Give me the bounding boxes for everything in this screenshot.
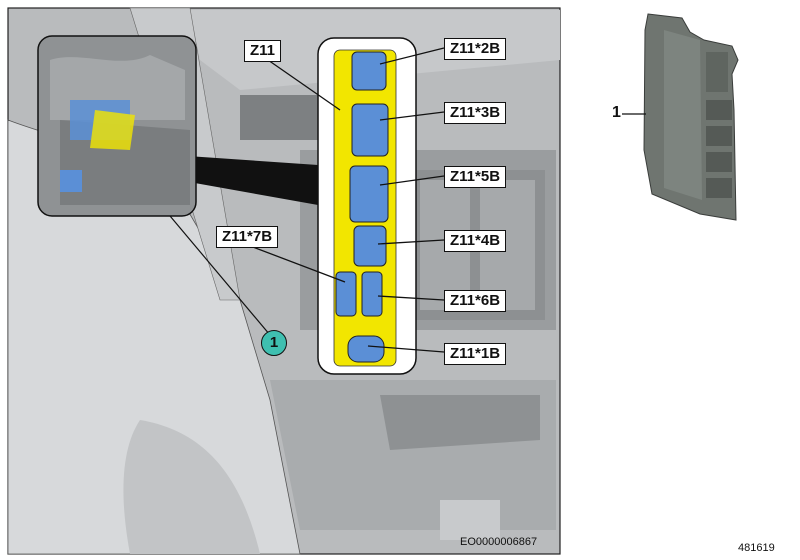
callout-leader-lines: [244, 47, 445, 353]
callout-z11-3b: Z11*3B: [444, 102, 507, 124]
location-marker-1: 1: [261, 330, 287, 356]
z11-zoom-panel: [317, 37, 417, 375]
callout-z11: Z11: [244, 40, 282, 62]
part-number-label: 1: [612, 104, 621, 121]
callout-z11-7b: Z11*7B: [216, 226, 279, 248]
fuse-box-part-image: [622, 13, 739, 221]
drawing-code: EO0000006867: [460, 536, 538, 548]
callout-z11-5b: Z11*5B: [444, 166, 507, 188]
callout-z11-1b: Z11*1B: [444, 343, 507, 365]
inset-detail-panel: [37, 35, 197, 217]
reference-number: 481619: [738, 542, 775, 554]
callout-z11-2b: Z11*2B: [444, 38, 507, 60]
callout-z11-4b: Z11*4B: [444, 230, 507, 252]
callout-z11-6b: Z11*6B: [444, 290, 507, 312]
